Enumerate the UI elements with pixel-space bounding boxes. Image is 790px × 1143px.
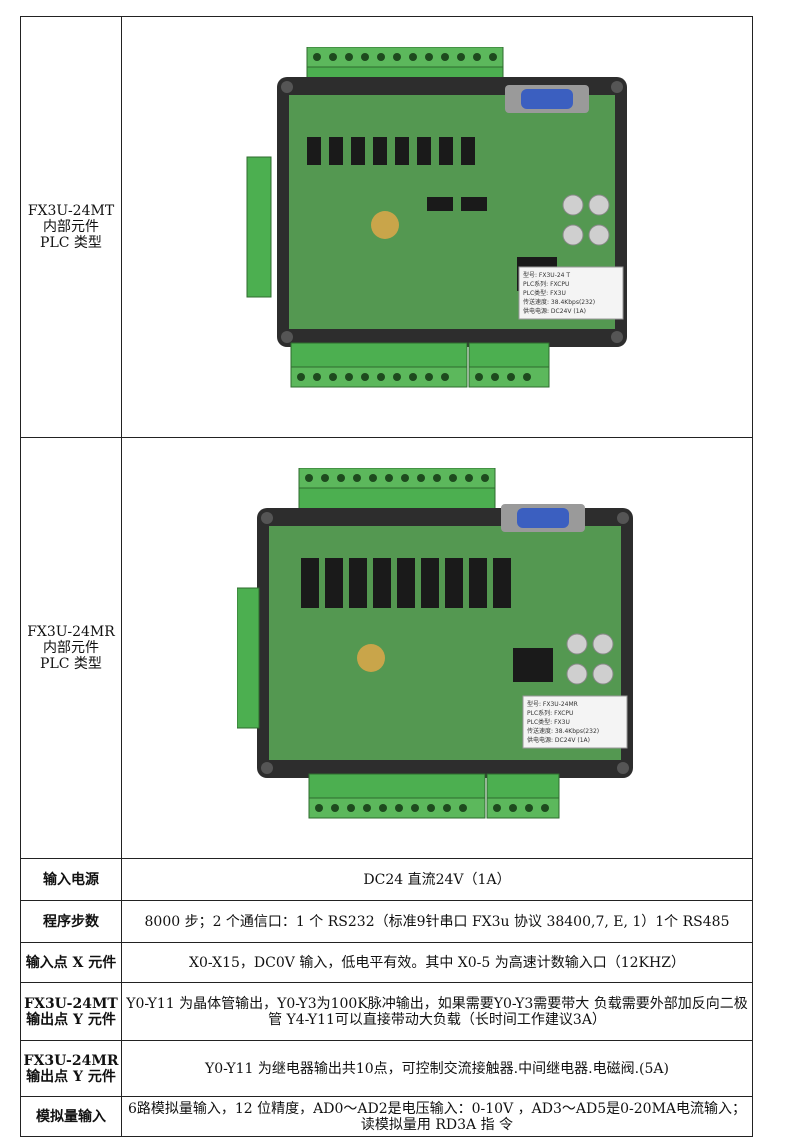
spec-value: X0-X15，DC0V 输入，低电平有效。其中 X0-5 为高速计数输入口（12… [121, 942, 753, 983]
label-line: 内部元件 [43, 219, 99, 235]
spec-value: DC24 直流24V（1A） [121, 858, 753, 901]
spec-value: Y0-Y11 为晶体管输出，Y0-Y3为100K脉冲输出，如果需要Y0-Y3需要… [121, 982, 753, 1041]
spec-label: FX3U-24MR 输出点 Y 元件 [20, 1040, 122, 1097]
spec-label: 输入电源 [20, 858, 122, 901]
db9-port [521, 89, 573, 109]
spec-label: 输入点 X 元件 [20, 942, 122, 983]
product-image-24mr: 型号: FX3U-24MR PLC系列: FXCPU PLC类型: FX3U 传… [121, 437, 753, 859]
sticker-line: 供电电源: DC24V (1A) [527, 736, 590, 744]
label-line: 内部元件 [43, 640, 99, 656]
spec-sticker [518, 266, 624, 320]
sticker-line: 传送速度: 38.4Kbps(232) [527, 727, 599, 735]
spec-sticker [522, 695, 628, 749]
product-label-24mr: FX3U-24MR 内部元件 PLC 类型 [20, 437, 122, 859]
product-image-24mt: 型号: FX3U-24 T PLC系列: FXCPU PLC类型: FX3U 传… [121, 16, 753, 438]
battery-holder [371, 211, 399, 239]
product-row-24mr: FX3U-24MR 内部元件 PLC 类型 [20, 437, 753, 859]
sticker-line: 传送速度: 38.4Kbps(232) [523, 298, 595, 306]
sticker-line: PLC类型: FX3U [527, 718, 570, 726]
sticker-line: 型号: FX3U-24 T [523, 271, 570, 279]
spec-label: 程序步数 [20, 900, 122, 943]
battery-holder [357, 644, 385, 672]
top-terminal-screws [313, 53, 497, 61]
plc-board-24mr-illustration: 型号: FX3U-24MR PLC系列: FXCPU PLC类型: FX3U 传… [237, 468, 633, 819]
spec-row: FX3U-24MR 输出点 Y 元件 Y0-Y11 为继电器输出共10点，可控制… [20, 1040, 753, 1097]
sticker-line: PLC系列: FXCPU [523, 280, 569, 288]
model-name: FX3U-24MR [27, 624, 115, 640]
spec-row: FX3U-24MT 输出点 Y 元件 Y0-Y11 为晶体管输出，Y0-Y3为1… [20, 982, 753, 1041]
spec-table: FX3U-24MT 内部元件 PLC 类型 [20, 16, 753, 1137]
product-row-24mt: FX3U-24MT 内部元件 PLC 类型 [20, 16, 753, 438]
spec-row: 模拟量输入 6路模拟量输入，12 位精度，AD0～AD2是电压输入：0-10V … [20, 1096, 753, 1137]
sticker-line: PLC系列: FXCPU [527, 709, 573, 717]
sticker-line: PLC类型: FX3U [523, 289, 566, 297]
spec-row: 输入点 X 元件 X0-X15，DC0V 输入，低电平有效。其中 X0-5 为高… [20, 942, 753, 983]
plc-board-24mt-illustration: 型号: FX3U-24 T PLC系列: FXCPU PLC类型: FX3U 传… [246, 47, 627, 388]
spec-value: 6路模拟量输入，12 位精度，AD0～AD2是电压输入：0-10V ，AD3～A… [121, 1096, 753, 1137]
sticker-line: 供电电源: DC24V (1A) [523, 307, 586, 315]
spec-value: 8000 步；2 个通信口：1 个 RS232（标准9针串口 FX3u 协议 3… [121, 900, 753, 943]
label-line: PLC 类型 [40, 656, 102, 672]
model-name: FX3U-24MT [27, 203, 115, 219]
spec-value: Y0-Y11 为继电器输出共10点，可控制交流接触器.中间继电器.电磁阀.(5A… [121, 1040, 753, 1097]
product-label-24mt: FX3U-24MT 内部元件 PLC 类型 [20, 16, 122, 438]
spec-row: 输入电源 DC24 直流24V（1A） [20, 858, 753, 901]
spec-label: FX3U-24MT 输出点 Y 元件 [20, 982, 122, 1041]
spec-label: 模拟量输入 [20, 1096, 122, 1137]
sticker-line: 型号: FX3U-24MR [527, 700, 578, 708]
spec-row: 程序步数 8000 步；2 个通信口：1 个 RS232（标准9针串口 FX3u… [20, 900, 753, 943]
db9-port [517, 508, 569, 528]
label-line: PLC 类型 [40, 235, 102, 251]
